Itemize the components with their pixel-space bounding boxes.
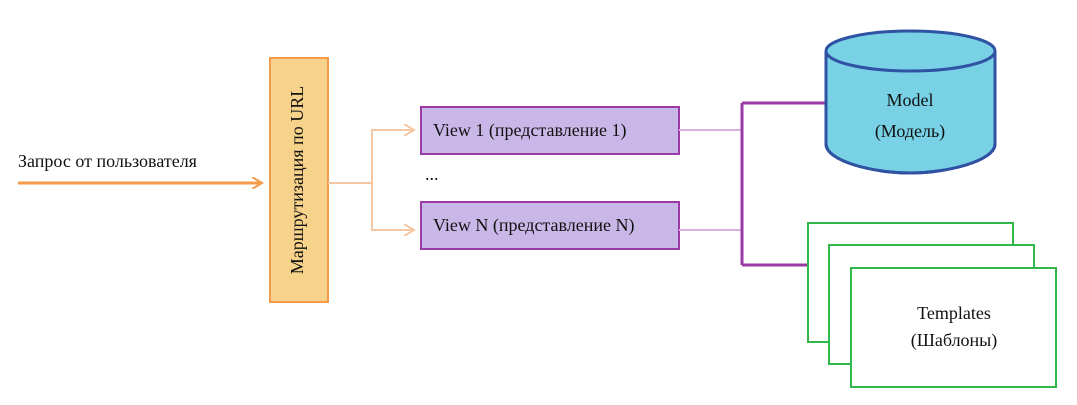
viewN-label: View N (представление N)	[433, 215, 635, 236]
routing-label: Маршрутизация по URL	[287, 86, 307, 274]
model-cylinder	[824, 29, 997, 175]
ellipsis-label: ...	[425, 164, 439, 184]
model-label-line2: (Модель)	[875, 121, 945, 142]
user-request-label: Запрос от пользователя	[18, 151, 197, 171]
view1-label: View 1 (представление 1)	[433, 120, 627, 141]
model-label-line1: Model	[887, 90, 934, 110]
viewN-box	[420, 201, 680, 250]
view1-box	[420, 106, 680, 155]
templates-card-front	[850, 267, 1057, 388]
routing-to-view1-arrow	[328, 130, 414, 184]
templates-label-line1: Templates	[917, 303, 991, 323]
routing-to-viewN-arrow	[371, 183, 414, 230]
templates-label-line2: (Шаблоны)	[911, 330, 998, 351]
routing-box	[269, 57, 329, 303]
